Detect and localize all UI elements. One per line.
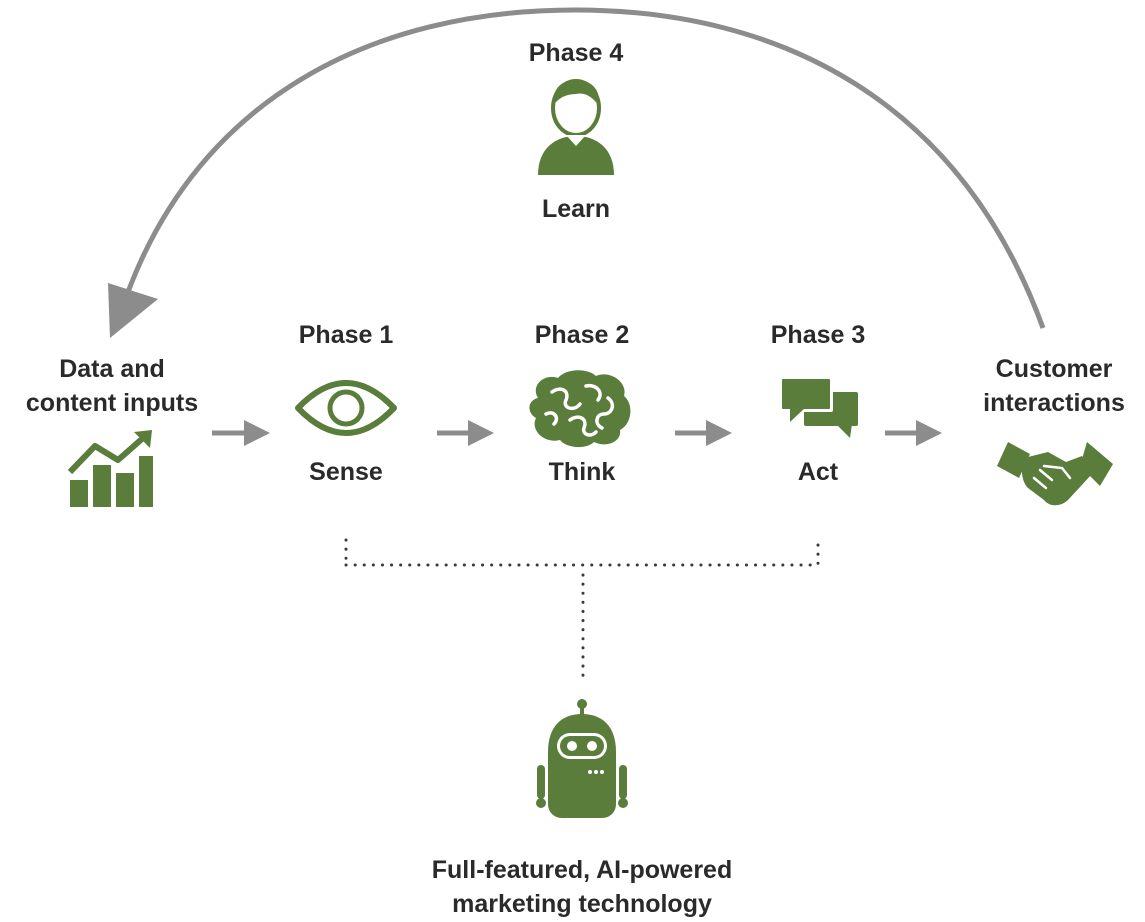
inputs-label: Data and content inputs (26, 352, 198, 420)
chat-bubbles-icon (779, 376, 858, 438)
phase3-title: Phase 3 (770, 321, 866, 349)
person-icon (538, 79, 614, 175)
phase4-title: Phase 4 (528, 39, 624, 67)
platform-label-line1: Full-featured, AI-powered (431, 856, 733, 884)
feedback-arrowhead (108, 283, 158, 338)
platform-label-line2: marketing technology (452, 890, 712, 918)
phase4-name: Learn (541, 195, 611, 223)
flow-arrow-3 (675, 420, 732, 446)
flow-arrow-1 (212, 420, 270, 446)
eye-icon (295, 380, 397, 436)
outputs-label: Customer interactions (983, 352, 1125, 420)
phase2-title: Phase 2 (534, 321, 630, 349)
outputs-label-line1: Customer (995, 355, 1113, 383)
robot-icon (536, 699, 628, 818)
flow-arrow-4 (885, 420, 942, 446)
phase3-name: Act (797, 458, 839, 486)
phase1-title: Phase 1 (298, 321, 394, 349)
dotted-bracket (344, 538, 820, 684)
handshake-icon (997, 442, 1113, 506)
feedback-arc (125, 7, 1046, 329)
phase1-name: Sense (309, 458, 383, 486)
inputs-label-line1: Data and (59, 355, 165, 383)
inputs-label-line2: content inputs (25, 389, 199, 417)
phase2-name: Think (548, 458, 616, 486)
growth-chart-icon (67, 430, 153, 507)
outputs-label-line2: interactions (983, 389, 1125, 417)
flow-arrow-2 (437, 420, 494, 446)
brain-icon (529, 370, 631, 448)
platform-label: Full-featured, AI-powered marketing tech… (432, 853, 732, 921)
